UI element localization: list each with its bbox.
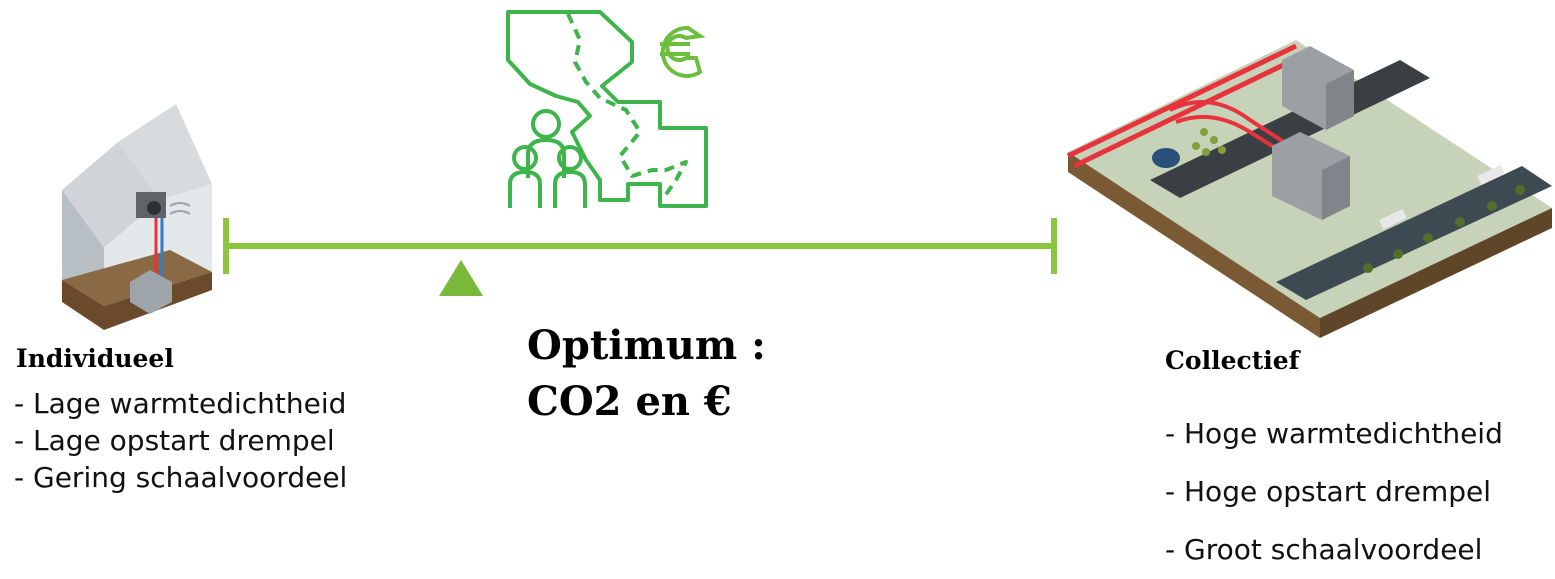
list-item: - Groot schaalvoordeel (1165, 533, 1483, 566)
list-item: - Lage opstart drempel (14, 424, 335, 457)
list-item: - Hoge warmtedichtheid (1165, 417, 1503, 450)
list-item: - Gering schaalvoordeel (14, 461, 348, 494)
collective-district-heating-icon (1066, 40, 1552, 338)
list-item: - Hoge opstart drempel (1165, 475, 1492, 508)
optimum-marker-triangle (439, 260, 483, 296)
individual-house-heatpump-icon (62, 104, 212, 330)
diagram-canvas (62, 10, 1552, 338)
scale-bar (223, 218, 1057, 274)
euro-icon (660, 25, 706, 78)
right-list: - Hoge warmtedichtheid - Hoge opstart dr… (1165, 405, 1503, 579)
left-list: - Lage warmtedichtheid - Lage opstart dr… (14, 385, 347, 496)
optimum-label: Optimum : CO2 en € (527, 322, 766, 425)
left-title: Individueel (16, 344, 174, 373)
list-item: - Lage warmtedichtheid (14, 387, 347, 420)
region-people-euro-icon (506, 10, 708, 208)
right-title: Collectief (1165, 346, 1300, 375)
